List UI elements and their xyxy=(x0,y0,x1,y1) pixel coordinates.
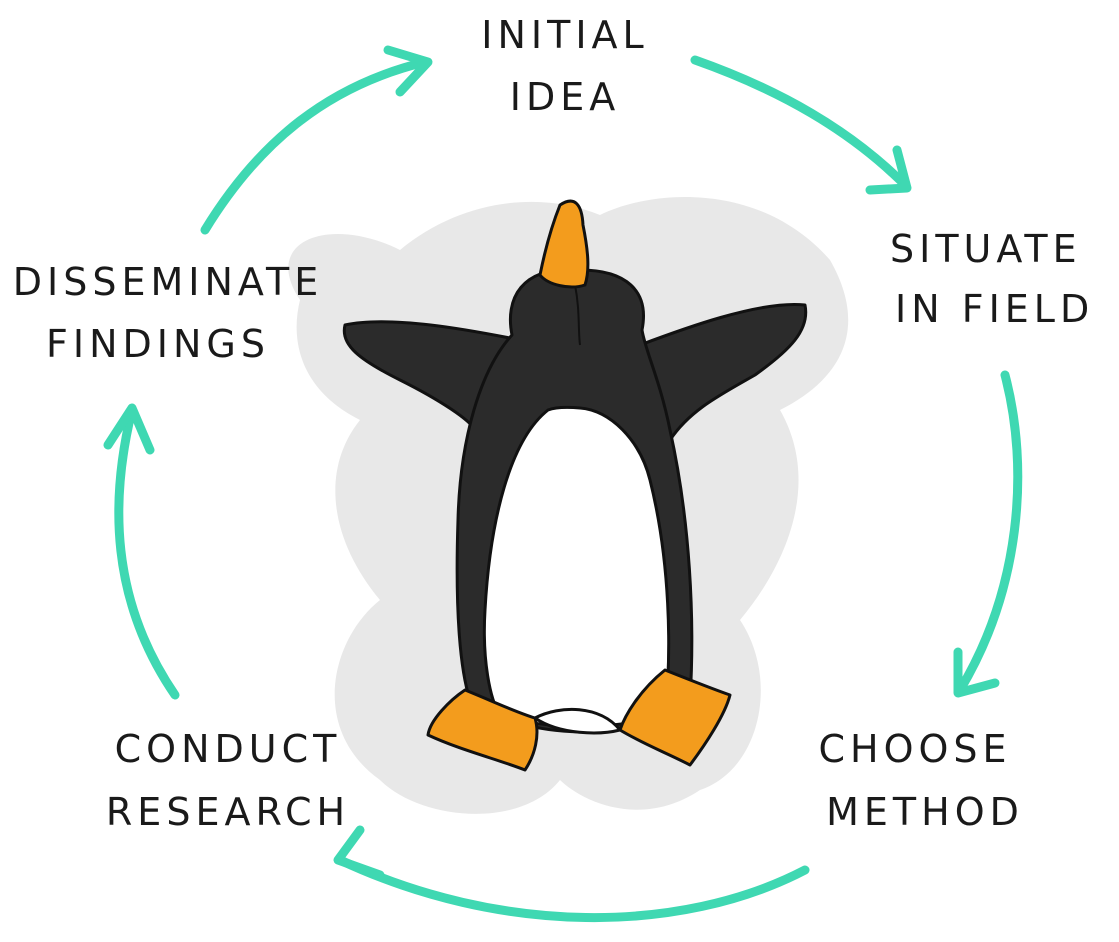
penguin-icon xyxy=(342,199,808,772)
label-choose-line1: CHOOSE xyxy=(818,727,1011,771)
label-situate-line2: IN FIELD xyxy=(895,287,1094,331)
cycle-arrows xyxy=(103,45,1023,923)
stage-labels: INITIAL IDEA SITUATE IN FIELD CHOOSE MET… xyxy=(13,13,1094,834)
label-situate-line1: SITUATE xyxy=(890,227,1082,271)
label-initial-idea-line2: IDEA xyxy=(510,75,620,119)
penguin-left-foot xyxy=(426,688,539,772)
penguin-right-wing xyxy=(638,302,808,442)
label-disseminate-line1: DISSEMINATE xyxy=(13,260,323,304)
label-initial-idea-line1: INITIAL xyxy=(481,13,648,57)
arrow-findings-to-idea xyxy=(200,45,433,235)
label-choose-line2: METHOD xyxy=(826,790,1024,834)
arrow-method-to-research xyxy=(333,825,810,923)
arrow-research-to-findings xyxy=(103,403,180,700)
arrow-field-to-method xyxy=(953,370,1023,698)
label-conduct-line2: RESEARCH xyxy=(106,790,350,834)
penguin-beak xyxy=(538,199,590,289)
label-conduct-line1: CONDUCT xyxy=(115,727,342,771)
arrow-idea-to-field xyxy=(690,55,912,195)
penguin-right-foot xyxy=(618,668,732,767)
label-disseminate-line2: FINDINGS xyxy=(46,322,270,366)
